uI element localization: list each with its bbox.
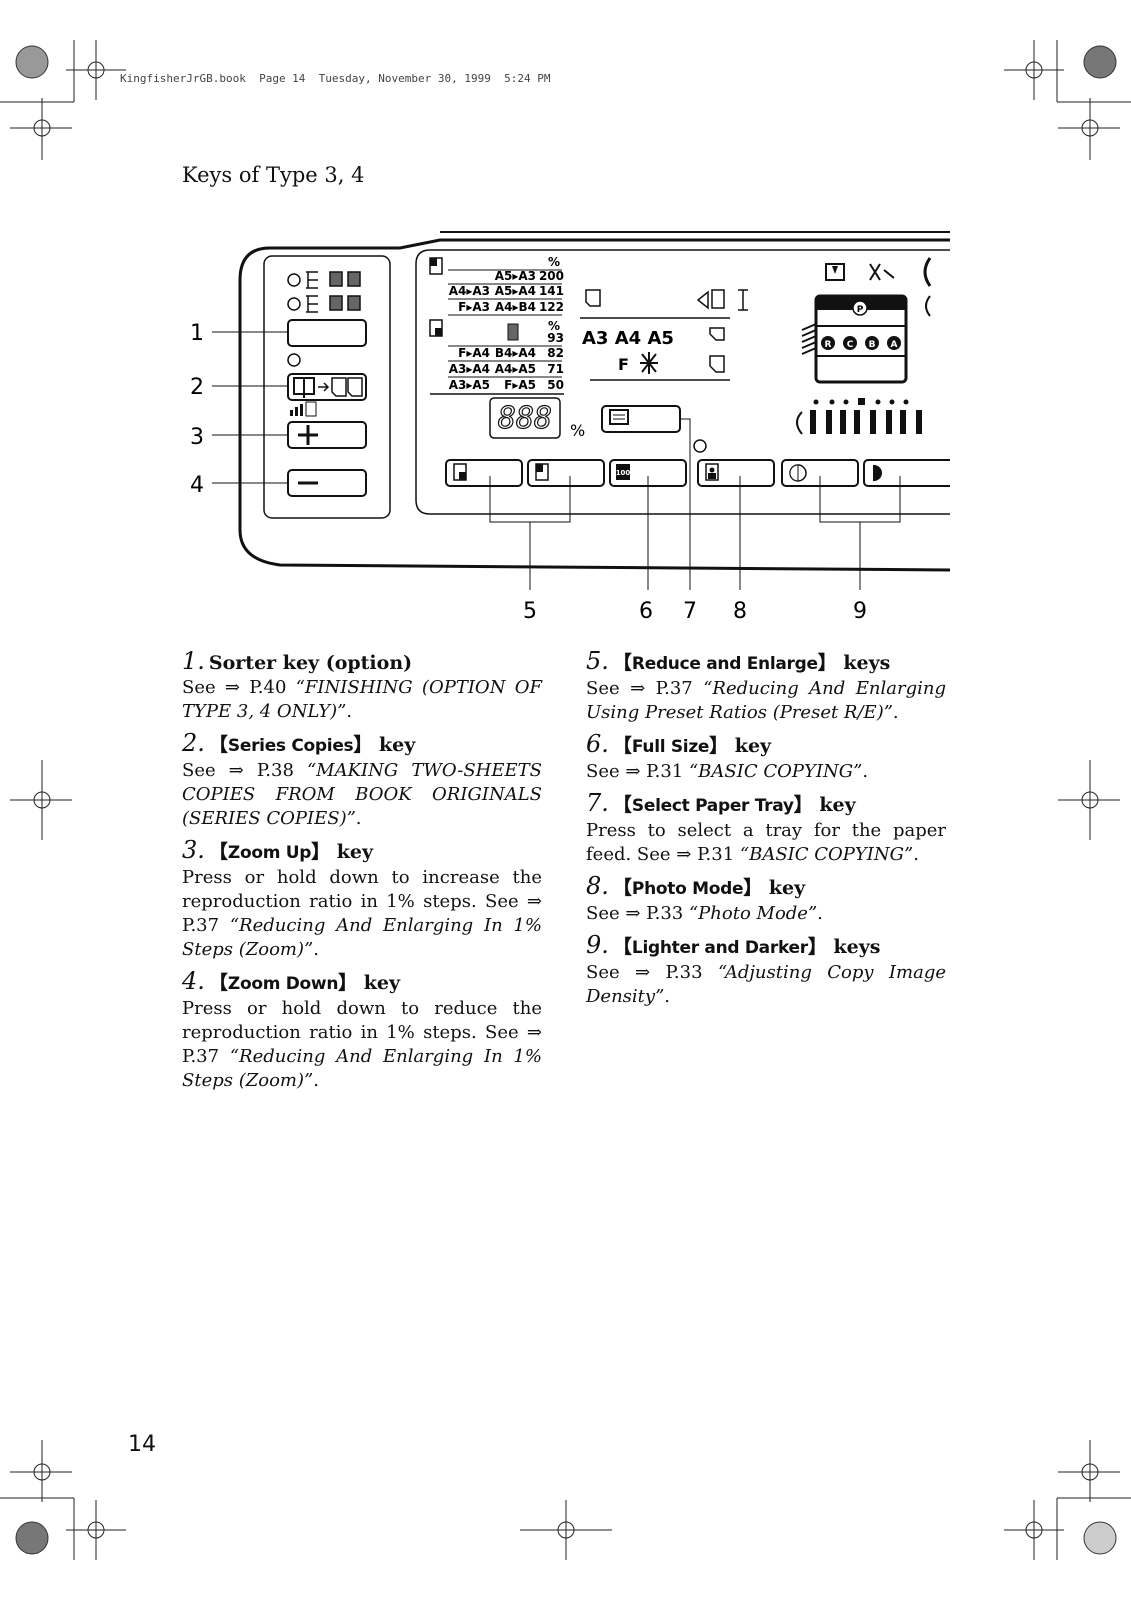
svg-text:50: 50 (547, 378, 564, 392)
reference-link[interactable]: “BASIC COPYING” (739, 844, 914, 865)
description-column-left: 1.Sorter key (option) See ⇒ P.40 “FINISH… (182, 648, 542, 1099)
svg-text:A3▸A5: A3▸A5 (449, 378, 490, 392)
svg-text:F▸A5: F▸A5 (504, 378, 536, 392)
series-copies-key[interactable] (287, 373, 367, 401)
svg-text:%: % (548, 319, 560, 333)
svg-text:A5▸A4: A5▸A4 (495, 284, 536, 298)
svg-text:R: R (825, 340, 832, 350)
item-9: 9.【Lighter and Darker】 keys See ⇒ P.33 “… (586, 931, 946, 1007)
zoom-up-key[interactable] (287, 421, 367, 449)
enlarge-percent: % (548, 255, 560, 269)
key-name: Full Size (631, 737, 710, 757)
key-name: Reduce and Enlarge (631, 654, 818, 674)
ratio-table-enlarge: % A5▸A3 200 A4▸A3 A5▸A4 141 F▸A3 A4▸B4 1… (429, 255, 564, 316)
svg-text:71: 71 (547, 362, 564, 376)
reduce-key[interactable] (445, 459, 523, 487)
item-7: 7.【Select Paper Tray】 key Press to selec… (586, 789, 946, 865)
item-8: 8.【Photo Mode】 key See ⇒ P.33 “Photo Mod… (586, 872, 823, 924)
item-title: Sorter key (option) (208, 652, 413, 674)
item-2: 2.【Series Copies】 key See ⇒ P.38 “MAKING… (182, 729, 542, 829)
lighter-key[interactable] (781, 459, 859, 487)
callout-7: 7 (683, 599, 697, 624)
callout-2: 2 (190, 375, 204, 400)
reference-link[interactable]: “FINISHING (OPTION OF TYPE 3, 4 ONLY)” (182, 677, 542, 722)
item-3: 3.【Zoom Up】 key Press or hold down to in… (182, 836, 542, 960)
item-6: 6.【Full Size】 key See ⇒ P.31 “BASIC COPY… (586, 730, 869, 782)
zoom-indicator-icon (290, 401, 317, 417)
description-column-right: 5.【Reduce and Enlarge】 keys See ⇒ P.37 “… (586, 648, 946, 1015)
callout-1: 1 (190, 321, 204, 346)
reference-link[interactable]: “Photo Mode” (688, 903, 818, 924)
photo-mode-key[interactable] (697, 459, 775, 487)
svg-text:%: % (570, 421, 585, 440)
select-paper-tray-key[interactable] (601, 405, 681, 433)
svg-text:C: C (847, 340, 854, 350)
callout-8: 8 (733, 599, 747, 624)
svg-text:888: 888 (498, 401, 552, 436)
key-name: Zoom Down (227, 974, 339, 994)
enlarge-key[interactable] (527, 459, 605, 487)
svg-text:F▸A4: F▸A4 (458, 346, 490, 360)
copy-counter-display: 888 % (489, 397, 585, 440)
paper-sizes-label: A3 A4 A5 (582, 328, 674, 349)
item-1: 1.Sorter key (option) See ⇒ P.40 “FINISH… (182, 647, 542, 722)
key-name: Zoom Up (227, 843, 312, 863)
svg-text:A4▸A3: A4▸A3 (449, 284, 490, 298)
svg-text:A: A (891, 340, 898, 350)
paper-size-indicators: A3 A4 A5 F (580, 289, 748, 381)
key-name: Photo Mode (631, 879, 744, 899)
callout-6: 6 (639, 599, 653, 624)
operation-panel-diagram: 1 2 3 4 % A5▸A3 200 A4▸A3 A5▸A4 141 F▸A3… (190, 231, 950, 624)
reference-link[interactable]: “Reducing And Enlarging Using Preset Rat… (586, 678, 946, 723)
status-icons: P R C B A (801, 257, 932, 384)
section-title: Keys of Type 3, 4 (182, 163, 365, 187)
svg-text:A4▸A5: A4▸A5 (495, 362, 536, 376)
svg-text:141: 141 (539, 284, 564, 298)
ratio-table-reduce: % 93 F▸A4 B4▸A4 82 A3▸A4 A4▸A5 71 A3▸A5 … (429, 319, 564, 395)
book-header: KingfisherJrGB.book Page 14 Tuesday, Nov… (120, 72, 551, 85)
reference-link[interactable]: “Reducing And Enlarging In 1% Steps (Zoo… (182, 1046, 542, 1091)
sorter-key[interactable] (287, 319, 367, 347)
key-name: Series Copies (227, 736, 354, 756)
zoom-down-key[interactable] (287, 469, 367, 497)
photo-indicator (693, 439, 707, 453)
svg-text:A4▸B4: A4▸B4 (495, 300, 536, 314)
svg-text:93: 93 (547, 331, 564, 345)
item-4: 4.【Zoom Down】 key Press or hold down to … (182, 967, 542, 1091)
reference-link[interactable]: “Reducing And Enlarging In 1% Steps (Zoo… (182, 915, 542, 960)
svg-text:P: P (857, 305, 864, 315)
key-name: Lighter and Darker (631, 938, 808, 958)
svg-text:A3▸A4: A3▸A4 (449, 362, 490, 376)
svg-text:122: 122 (539, 300, 564, 314)
svg-text:A5▸A3: A5▸A3 (495, 269, 536, 283)
sorter-indicators (287, 271, 361, 313)
svg-text:100: 100 (616, 469, 631, 477)
svg-text:B: B (869, 340, 876, 350)
paper-f-label: F (618, 355, 629, 374)
svg-text:F▸A3: F▸A3 (458, 300, 490, 314)
panel-outline (238, 238, 950, 572)
reference-link[interactable]: “BASIC COPYING” (688, 761, 863, 782)
item-5: 5.【Reduce and Enlarge】 keys See ⇒ P.37 “… (586, 647, 946, 723)
svg-text:200: 200 (539, 269, 564, 283)
series-indicator (287, 353, 301, 367)
left-subpanel (263, 255, 391, 519)
svg-text:B4▸A4: B4▸A4 (495, 346, 536, 360)
svg-text:82: 82 (547, 346, 564, 360)
reference-link[interactable]: “Adjusting Copy Image Density” (586, 962, 946, 1007)
reference-link[interactable]: “MAKING TWO-SHEETS COPIES FROM BOOK ORIG… (182, 760, 542, 829)
key-name: Select Paper Tray (631, 796, 794, 816)
darker-key[interactable] (863, 459, 950, 487)
page-number: 14 (128, 1432, 156, 1457)
callout-4: 4 (190, 473, 204, 498)
callout-5: 5 (523, 599, 537, 624)
callout-9: 9 (853, 599, 867, 624)
callout-3: 3 (190, 425, 204, 450)
density-indicator (796, 398, 922, 435)
